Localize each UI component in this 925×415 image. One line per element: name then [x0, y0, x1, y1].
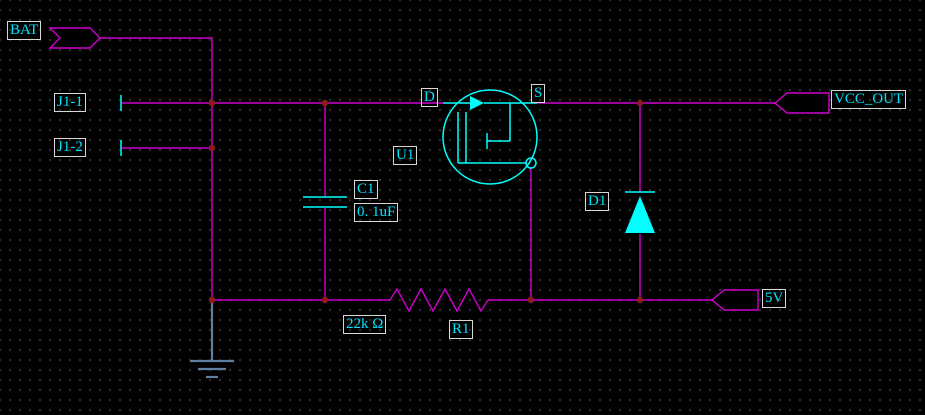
port-label-5v[interactable]: 5V	[762, 289, 787, 308]
junction-dot	[527, 296, 535, 304]
mosfet-symbol[interactable]	[442, 89, 538, 185]
junction-dot	[208, 144, 216, 152]
ground-symbol[interactable]	[190, 300, 234, 379]
mosfet-arrow-icon	[470, 96, 484, 110]
port-label-vcc-out[interactable]: VCC_OUT	[831, 90, 907, 109]
mosfet-bulk-bubble[interactable]	[525, 157, 537, 169]
port-label-bat[interactable]: BAT	[7, 21, 42, 40]
junction-dot	[321, 296, 329, 304]
connector-pin1-label[interactable]: J1-1	[54, 93, 86, 112]
junction-dot	[321, 99, 329, 107]
resistor-zigzag[interactable]	[389, 287, 489, 313]
junction-dot	[636, 99, 644, 107]
diode-symbol[interactable]	[625, 191, 655, 233]
diode-triangle[interactable]	[625, 196, 655, 233]
connector-pin2-label[interactable]: J1-2	[54, 138, 86, 157]
mosfet-body-circle[interactable]	[442, 89, 538, 185]
mosfet-ref-label[interactable]: U1	[393, 146, 418, 165]
wire-bat-rail[interactable]	[100, 37, 213, 300]
resistor-ref-label[interactable]: R1	[449, 320, 473, 339]
diode-ref-label[interactable]: D1	[585, 192, 610, 211]
port-bat[interactable]	[48, 27, 101, 49]
mosfet-source-label[interactable]: S	[531, 84, 546, 103]
resistor-value-label[interactable]: 22k Ω	[343, 315, 387, 334]
port-5v[interactable]	[710, 289, 759, 311]
capacitor-symbol[interactable]	[303, 196, 347, 208]
junction-dot	[636, 296, 644, 304]
junction-dot	[208, 296, 216, 304]
capacitor-ref-label[interactable]: C1	[354, 180, 378, 199]
junction-dot	[208, 99, 216, 107]
port-vcc-out[interactable]	[773, 92, 830, 114]
capacitor-value-label[interactable]: 0. 1uF	[354, 203, 399, 222]
mosfet-drain-label[interactable]: D	[421, 88, 438, 107]
